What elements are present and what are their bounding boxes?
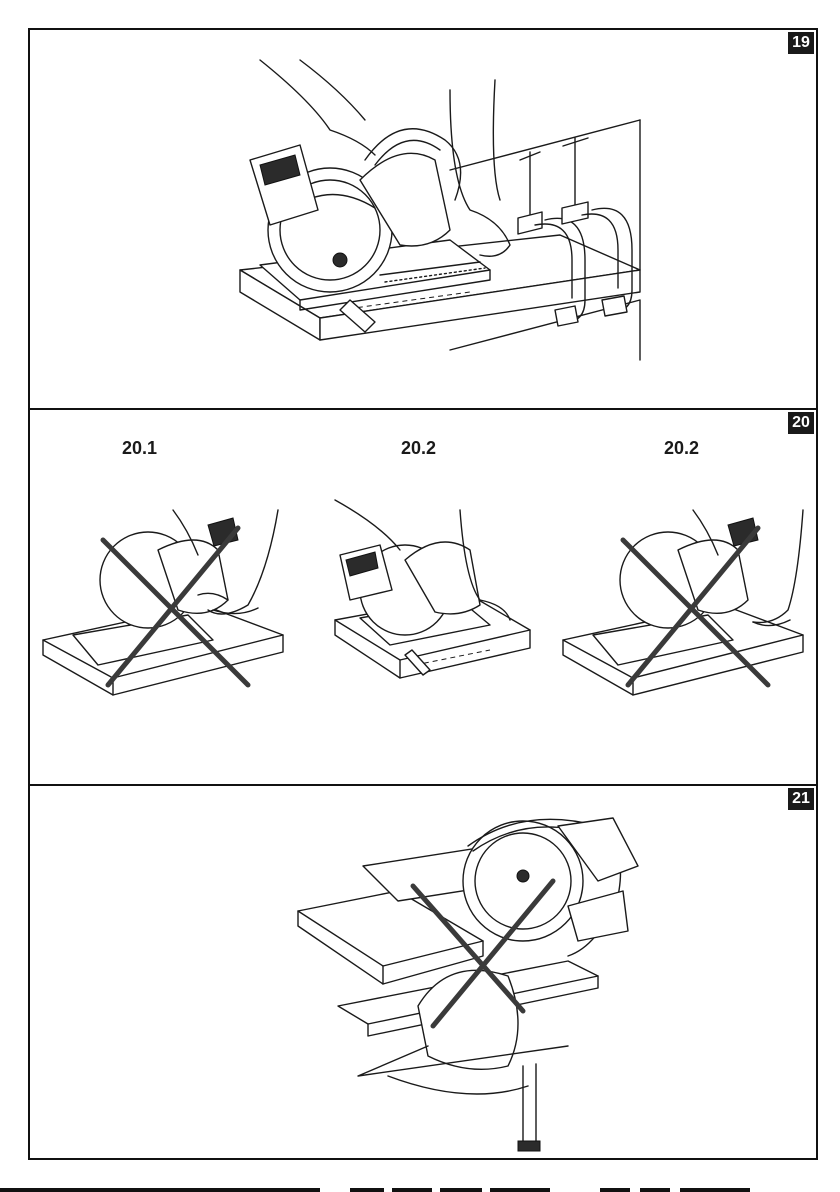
- wrong-hand-position-illustration-2: [558, 510, 808, 710]
- figure-number-badge: 21: [788, 788, 814, 810]
- saw-in-vise-wrong-illustration: [268, 806, 658, 1151]
- figure-20-panel: 20 20.1 20.2 20.2: [30, 408, 816, 784]
- correct-hand-position-illustration: [320, 500, 540, 700]
- subfigure-label-20-2-right: 20.2: [664, 438, 699, 459]
- saw-clamped-workpiece-illustration: [200, 60, 660, 390]
- figure-19-panel: 19: [30, 30, 816, 408]
- figure-sheet: 19: [28, 28, 818, 1160]
- wrong-hand-position-illustration-1: [38, 510, 288, 710]
- page-edge-marks: [0, 1188, 840, 1192]
- figure-number-badge: 20: [788, 412, 814, 434]
- subfigure-label-20-2: 20.2: [401, 438, 436, 459]
- subfigure-label-20-1: 20.1: [122, 438, 157, 459]
- figure-number-badge: 19: [788, 32, 814, 54]
- figure-21-panel: 21: [30, 784, 816, 1158]
